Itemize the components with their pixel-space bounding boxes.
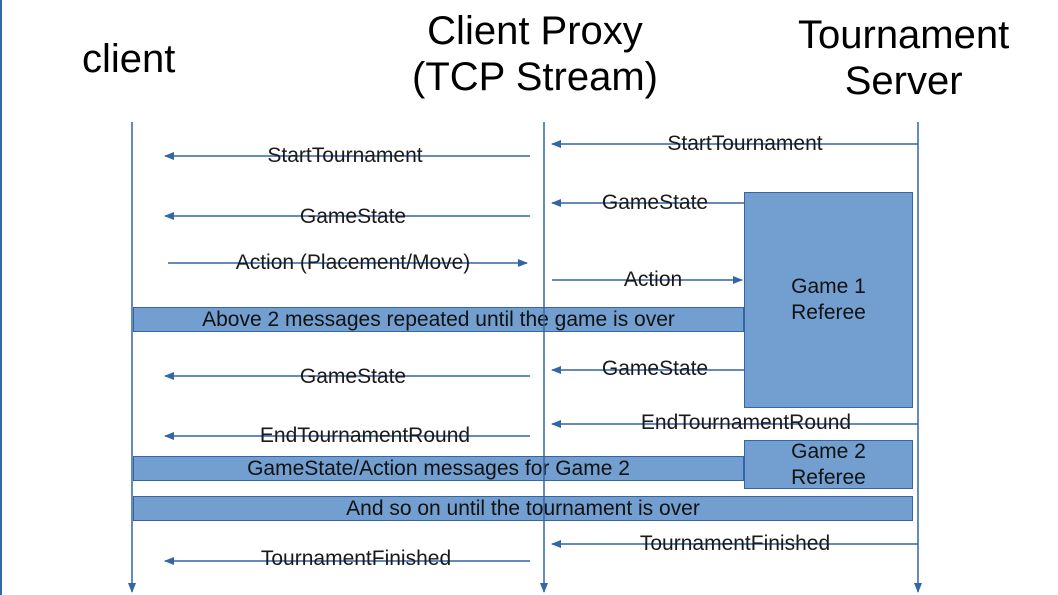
game2-bar-label: GameState/Action messages for Game 2 [247, 456, 630, 480]
game1-referee-box: Game 1 Referee [744, 192, 913, 408]
game2-bar: GameState/Action messages for Game 2 [133, 456, 744, 481]
proxy-title-line1: Client Proxy [427, 9, 643, 53]
game1-referee-line2: Referee [791, 301, 866, 324]
left-border [0, 0, 2, 595]
proxy-title-line2: (TCP Stream) [412, 55, 658, 99]
game1-referee-line1: Game 1 [791, 275, 866, 298]
proxy-header: Client Proxy (TCP Stream) [412, 8, 658, 100]
game2-referee-box: Game 2 Referee [744, 440, 913, 489]
start-to-client-label: StartTournament [267, 144, 423, 167]
finished-to-proxy-label: TournamentFinished [639, 532, 831, 555]
start-to-proxy-label: StartTournament [667, 132, 823, 155]
and-so-on-bar: And so on until the tournament is over [133, 496, 913, 521]
end-round-to-client-label: EndTournamentRound [259, 424, 471, 447]
server-title-line1: Tournament [798, 13, 1010, 57]
server-header: Tournament Server [798, 12, 1009, 104]
action-to-referee-label: Action [623, 268, 683, 291]
game2-referee-line2: Referee [791, 465, 866, 489]
client-header: client [82, 36, 175, 82]
finished-to-client-label: TournamentFinished [260, 547, 452, 570]
gamestate1-to-proxy-label: GameState [601, 191, 709, 214]
server-title-line2: Server [844, 59, 963, 103]
and-so-on-bar-label: And so on until the tournament is over [346, 496, 700, 520]
gamestate2-to-client-label: GameState [299, 365, 407, 388]
game2-referee-line1: Game 2 [791, 439, 866, 463]
repeat-bar-label: Above 2 messages repeated until the game… [202, 307, 675, 331]
action-from-client-label: Action (Placement/Move) [235, 251, 471, 274]
repeat-bar: Above 2 messages repeated until the game… [133, 307, 744, 332]
client-title: client [82, 37, 176, 81]
gamestate1-to-client-label: GameState [299, 205, 407, 228]
end-round-to-proxy-label: EndTournamentRound [640, 411, 852, 434]
gamestate2-to-proxy-label: GameState [601, 357, 709, 380]
